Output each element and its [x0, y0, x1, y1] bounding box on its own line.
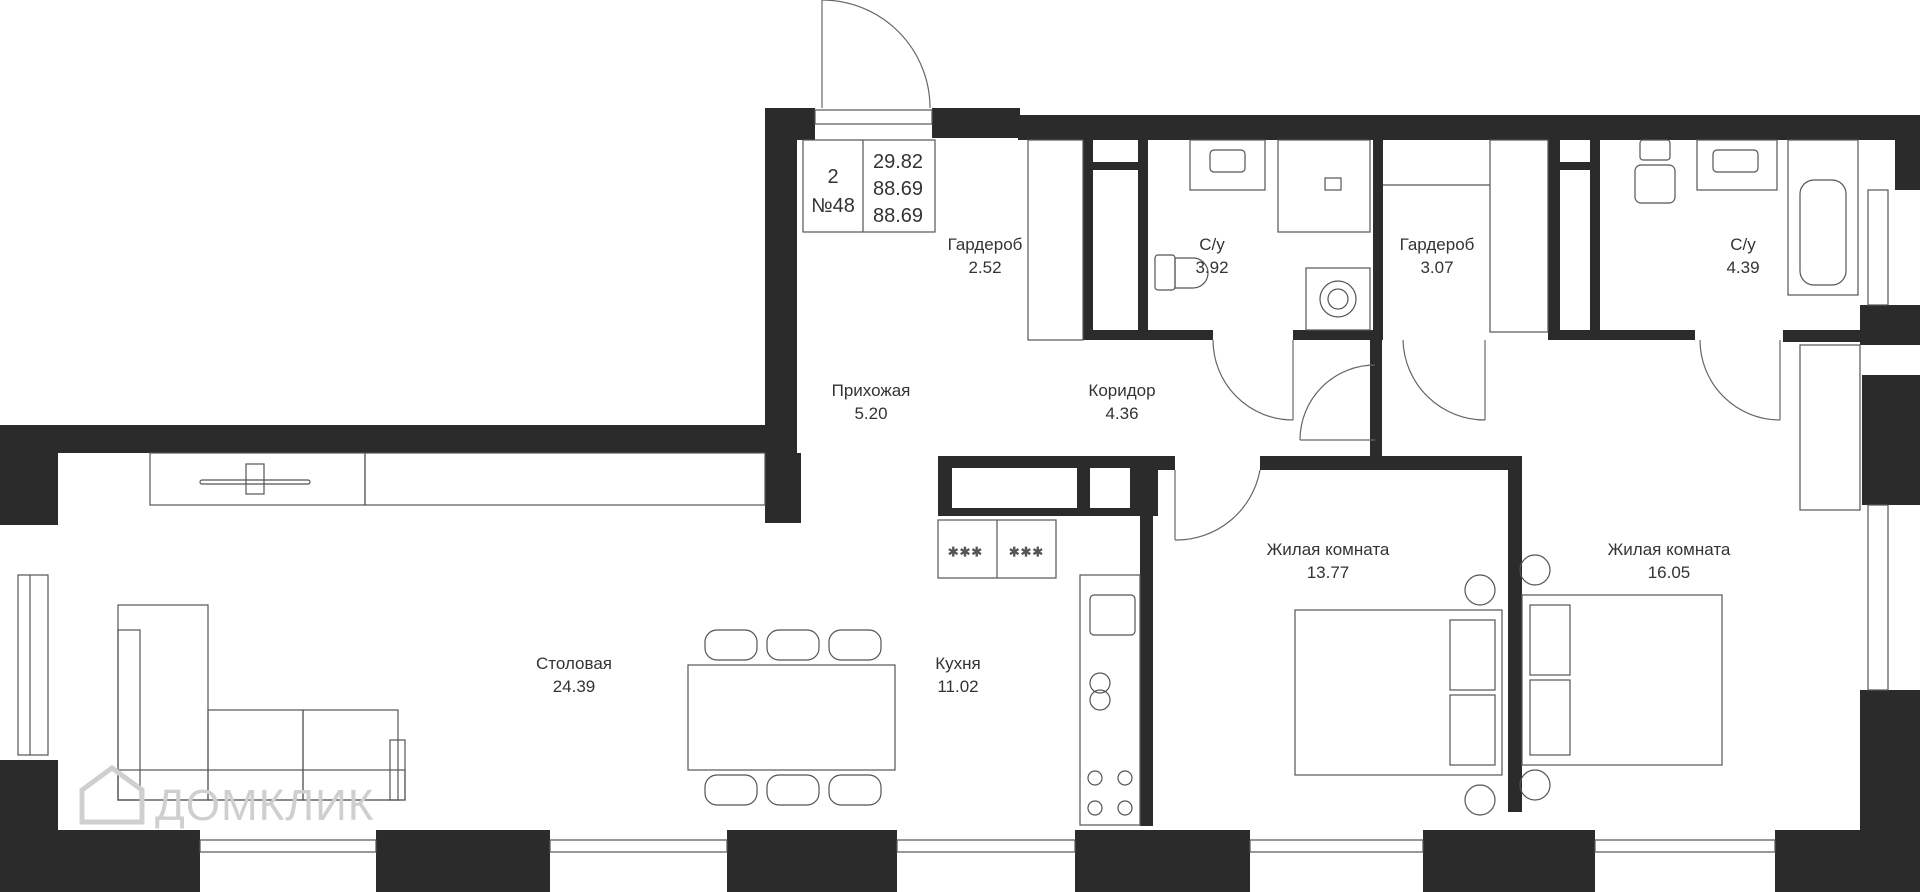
wardrobe1-shelves: [1027, 139, 1084, 341]
watermark: ДОМКЛИК: [79, 764, 374, 830]
hob-marks-icon: ∗∗∗: [947, 543, 982, 559]
wardrobe1-area: 2.52: [968, 258, 1001, 277]
dining-table: [687, 629, 896, 806]
hob-marks-icon-2: ∗∗∗: [1008, 543, 1043, 559]
wardrobe2-area: 3.07: [1420, 258, 1453, 277]
house-logo-icon: [79, 764, 145, 825]
hall-name: Прихожая: [832, 381, 911, 400]
bedroom2-area: 16.05: [1648, 563, 1691, 582]
bedroom2-name: Жилая комната: [1608, 540, 1731, 559]
bath1-area: 3.92: [1195, 258, 1228, 277]
bed-2: [1519, 554, 1723, 801]
corridor-area: 4.36: [1105, 404, 1138, 423]
bath2-area: 4.39: [1726, 258, 1759, 277]
room-labels: Гардероб 2.52 С/у 3.92 Гардероб 3.07 С/у…: [536, 235, 1760, 696]
apartment-number: №48: [811, 195, 855, 217]
bed-1: [1294, 574, 1503, 816]
area-total-2: 88.69: [873, 205, 923, 227]
apartment-info-box: 2 №48 29.82 88.69 88.69: [802, 139, 936, 233]
kitchen-units: ∗∗∗ ∗∗∗: [937, 519, 1141, 826]
corridor-name: Коридор: [1088, 381, 1155, 400]
hall-area: 5.20: [854, 404, 887, 423]
bedroom1-area: 13.77: [1307, 563, 1350, 582]
dining-name: Столовая: [536, 654, 612, 673]
corridor-closet: [1799, 344, 1861, 511]
sofa: [117, 604, 406, 801]
kitchen-area: 11.02: [937, 677, 978, 696]
wardrobe2-shelves: [1383, 139, 1549, 333]
watermark-text: ДОМКЛИК: [155, 781, 374, 830]
rooms-count: 2: [827, 166, 838, 188]
area-living: 29.82: [873, 151, 923, 173]
wardrobe2-name: Гардероб: [1400, 235, 1475, 254]
area-total: 88.69: [873, 178, 923, 200]
dining-area: 24.39: [553, 677, 596, 696]
bath2-name: С/у: [1730, 235, 1756, 254]
kitchen-name: Кухня: [935, 654, 981, 673]
wardrobe1-name: Гардероб: [948, 235, 1023, 254]
bath1-name: С/у: [1199, 235, 1225, 254]
kitchen-cabinet: [952, 468, 1130, 508]
tv-unit: [149, 452, 766, 506]
doors: [821, 0, 1781, 541]
windows: [17, 109, 1889, 853]
bath1-fixtures: [1154, 139, 1371, 331]
bedroom1-name: Жилая комната: [1267, 540, 1390, 559]
bath2-fixtures: [1634, 139, 1859, 296]
